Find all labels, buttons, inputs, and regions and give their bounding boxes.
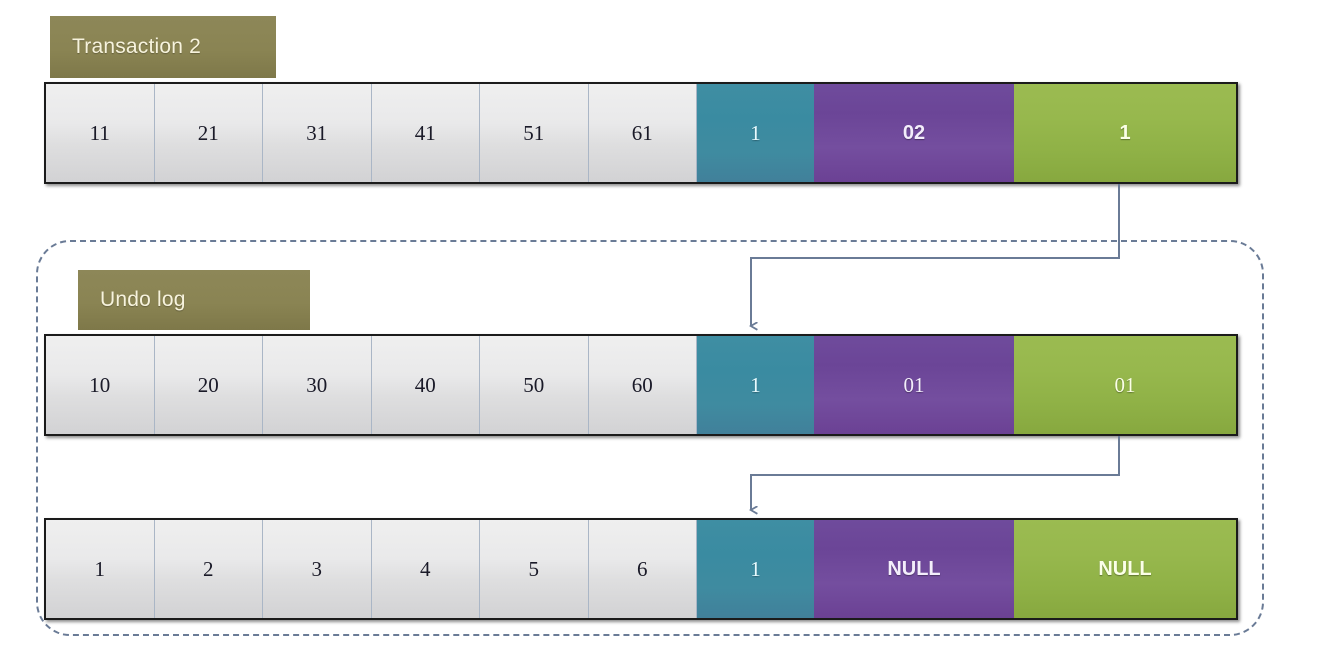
transaction-label-tag: Transaction 2 — [50, 16, 276, 78]
table-cell-grey: 3 — [263, 520, 372, 618]
table-cell-grey: 10 — [46, 336, 155, 434]
undo-log-label-text: Undo log — [100, 288, 186, 311]
table-cell-purple: NULL — [814, 520, 1014, 618]
undo-log-container — [36, 240, 1264, 636]
transaction-label-text: Transaction 2 — [72, 35, 202, 58]
table-cell-teal: 1 — [697, 336, 814, 434]
table-cell-grey: 41 — [371, 84, 480, 182]
table-cell-grey: 4 — [371, 520, 480, 618]
table-cell-grey: 50 — [480, 336, 589, 434]
table-cell-grey: 2 — [154, 520, 263, 618]
table-cell-green: 1 — [1014, 84, 1236, 182]
table-cell-grey: 31 — [263, 84, 372, 182]
table-cell-grey: 5 — [480, 520, 589, 618]
undo-log-label-tag: Undo log — [78, 270, 310, 330]
table-cell-grey: 11 — [46, 84, 155, 182]
table-cell-teal: 1 — [697, 84, 814, 182]
table-cell-grey: 6 — [588, 520, 697, 618]
table-cell-purple: 01 — [814, 336, 1014, 434]
table-cell-grey: 40 — [371, 336, 480, 434]
table-cell-grey: 21 — [154, 84, 263, 182]
table-cell-grey: 1 — [46, 520, 155, 618]
transaction-row: 11 21 31 41 51 61 1 02 1 — [44, 82, 1238, 184]
table-cell-teal: 1 — [697, 520, 814, 618]
table-cell-purple: 02 — [814, 84, 1014, 182]
table-cell-grey: 51 — [480, 84, 589, 182]
table-cell-grey: 60 — [588, 336, 697, 434]
table-cell-grey: 61 — [588, 84, 697, 182]
table-cell-grey: 20 — [154, 336, 263, 434]
table-cell-green: NULL — [1014, 520, 1236, 618]
undo-log-row-1: 10 20 30 40 50 60 1 01 01 — [44, 334, 1238, 436]
undo-log-row-2: 1 2 3 4 5 6 1 NULL NULL — [44, 518, 1238, 620]
table-cell-green: 01 — [1014, 336, 1236, 434]
table-cell-grey: 30 — [263, 336, 372, 434]
